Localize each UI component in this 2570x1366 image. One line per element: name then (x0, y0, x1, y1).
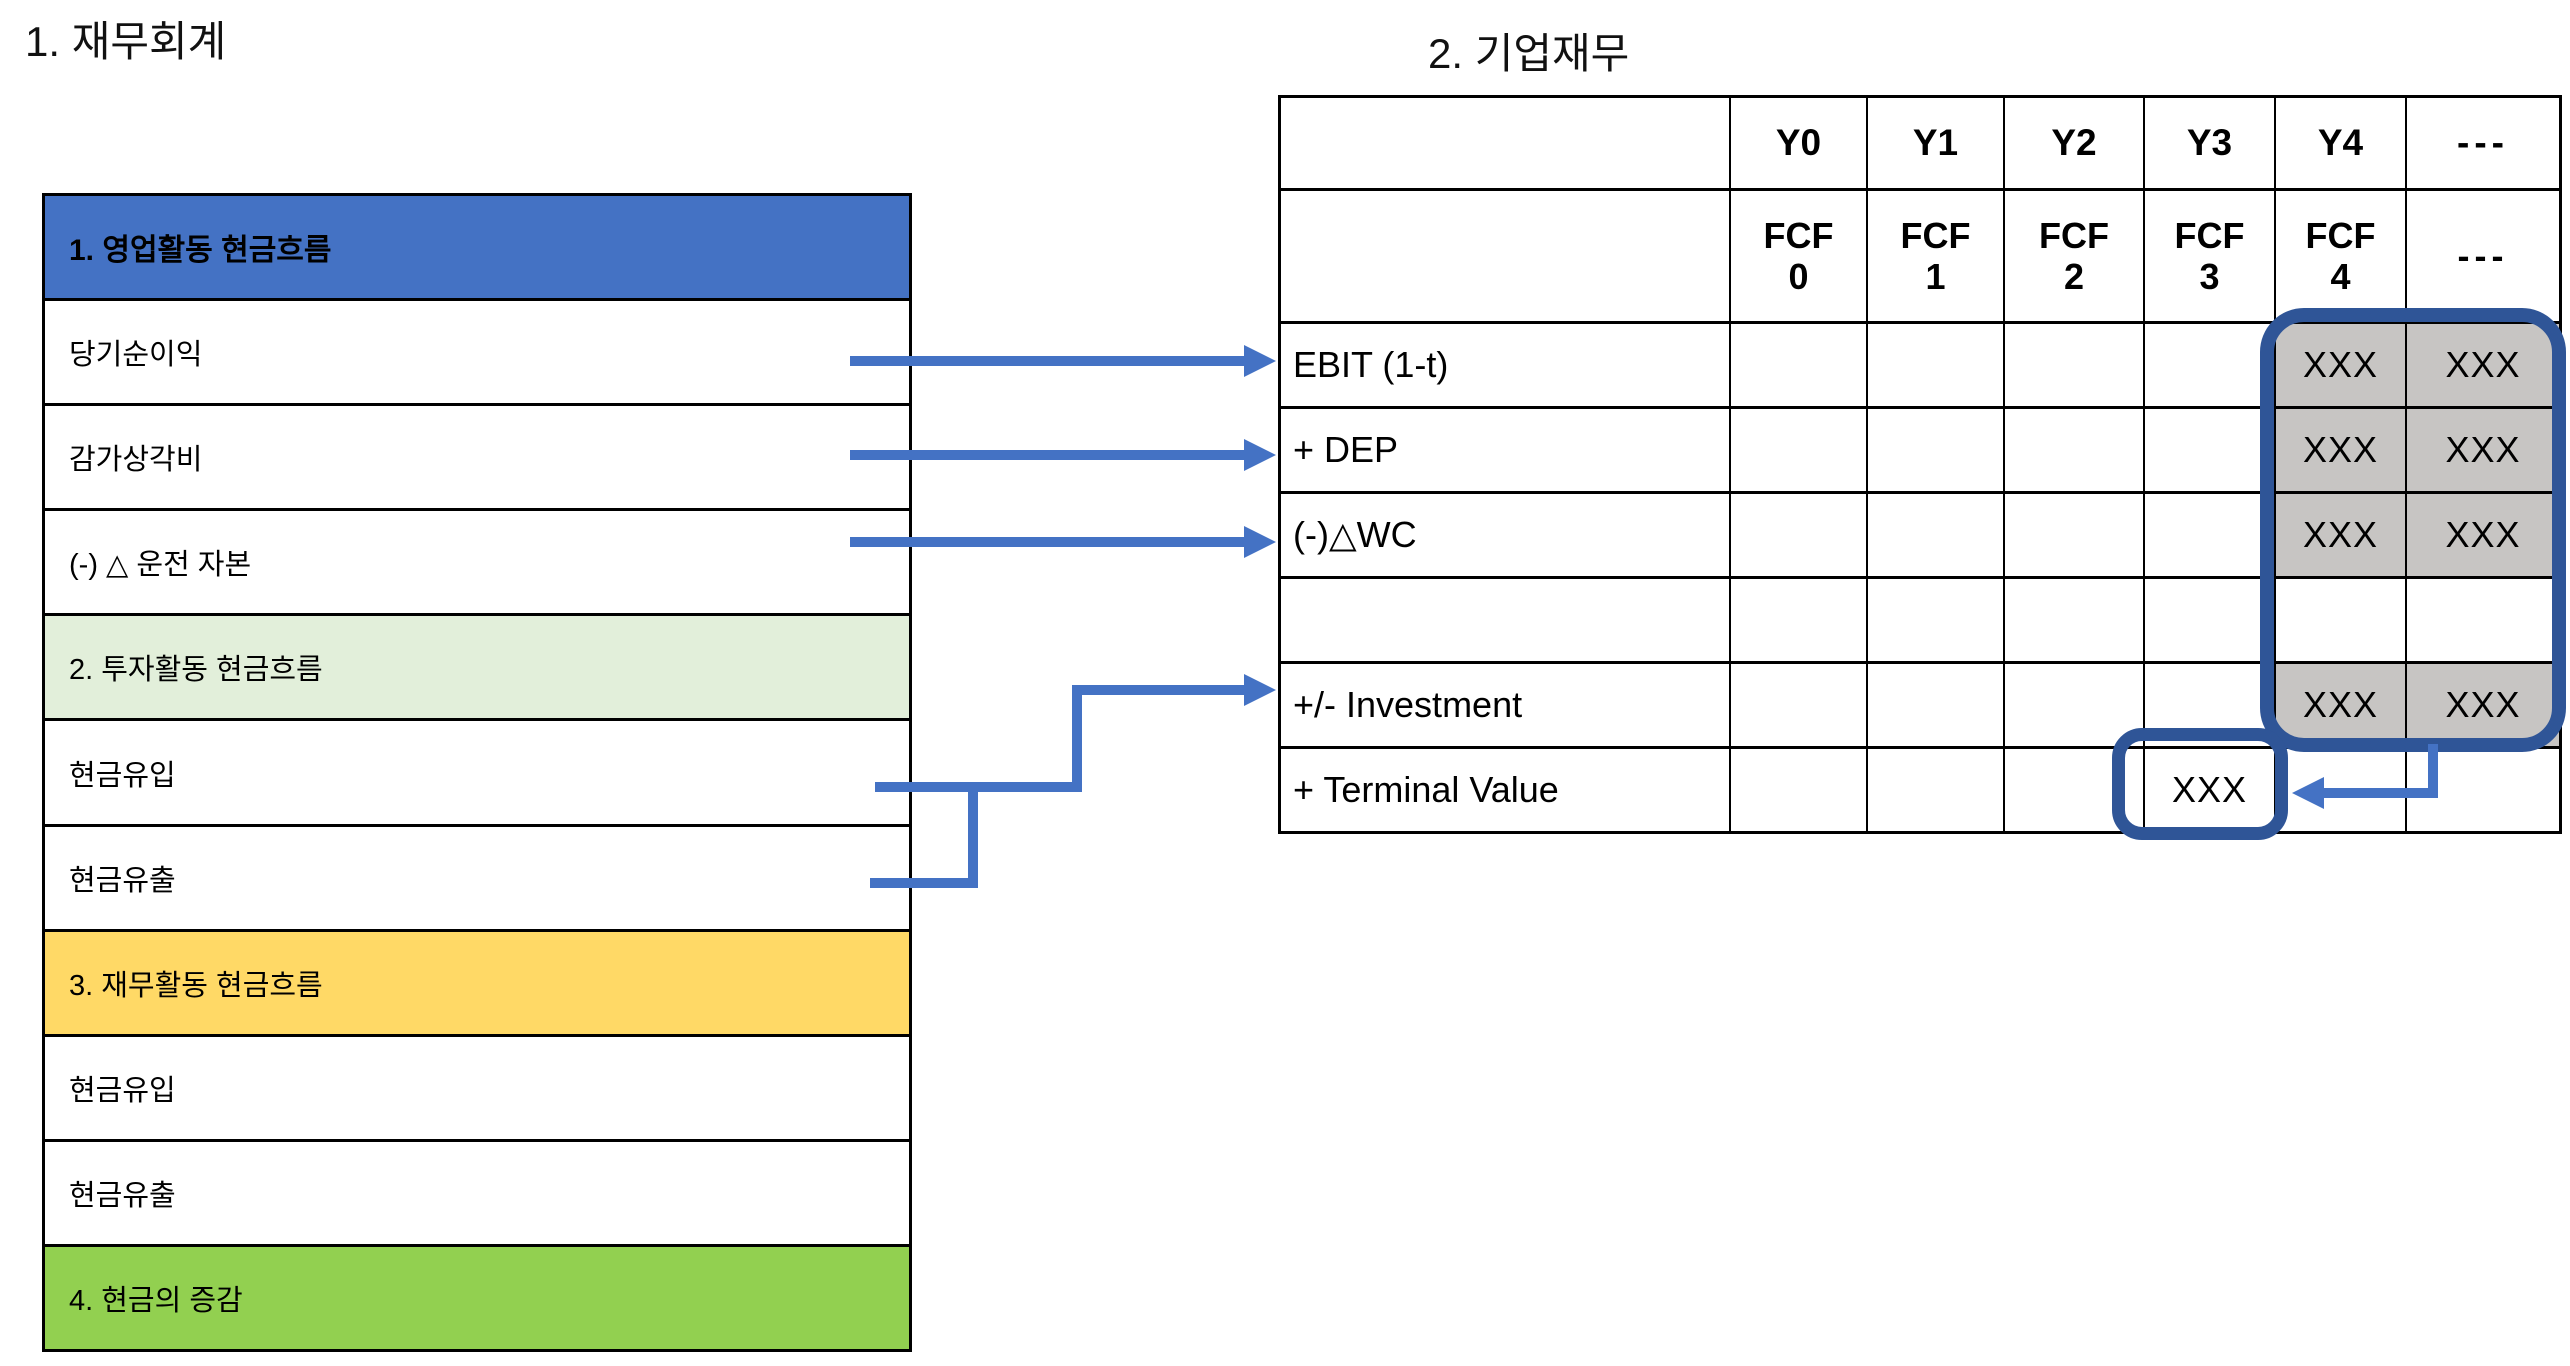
cf-table-row-5-cell-1 (1729, 746, 1866, 831)
cf-table-row-4-cell-3 (2003, 661, 2143, 746)
cf-table-row-3-cell-5 (2274, 576, 2405, 661)
cf-fcf-header-row-cell-5: FCF 4 (2274, 188, 2405, 321)
arrowhead-depreciation-to-dep (1244, 439, 1276, 471)
cf-table-row-5-cell-2 (1866, 746, 2003, 831)
cf-table-row-2-cell-6: XXX (2405, 491, 2559, 576)
fa-table-row-5: 현금유입 (45, 718, 909, 824)
arrow-to-terminal-value (2320, 788, 2438, 798)
cf-year-header-row-cell-5: Y4 (2274, 98, 2405, 188)
fa-table-row-3: (-) △ 운전 자본 (45, 508, 909, 614)
cf-table-row-1-cell-6: XXX (2405, 406, 2559, 491)
cf-fcf-header-row-cell-3: FCF 2 (2003, 188, 2143, 321)
fa-table-row-4: 2. 투자활동 현금흐름 (45, 613, 909, 719)
fa-table-row-7: 3. 재무활동 현금흐름 (45, 928, 909, 1034)
cf-fcf-header-row-cell-0 (1281, 188, 1729, 321)
cf-table-row-1-cell-4 (2143, 406, 2274, 491)
fa-row-label: 현금유출 (69, 1179, 176, 1212)
cf-table-row-3 (1281, 576, 2559, 661)
cf-table-row-3-cell-2 (1866, 576, 2003, 661)
cf-table-row-3-cell-4 (2143, 576, 2274, 661)
fa-row-label: 2. 투자활동 현금흐름 (69, 654, 323, 687)
fa-row-label: 당기순이익 (69, 339, 203, 372)
fa-row-label: 3. 재무활동 현금흐름 (69, 969, 323, 1002)
cf-table-row-4-cell-0: +/- Investment (1281, 661, 1729, 746)
arrow-workingcapital-to-wc (850, 537, 1248, 547)
cf-year-header-row-cell-2: Y1 (1866, 98, 2003, 188)
fa-table-row-2: 감가상각비 (45, 403, 909, 509)
fa-table-row-9: 현금유출 (45, 1138, 909, 1244)
fa-table-row-6: 현금유출 (45, 823, 909, 929)
cf-year-header-row-cell-1: Y0 (1729, 98, 1866, 188)
fa-row-label: 현금유입 (69, 1074, 176, 1107)
cf-table-row-2-cell-2 (1866, 491, 2003, 576)
arrowhead-workingcapital-to-wc (1244, 526, 1276, 558)
cf-year-header-row-cell-0 (1281, 98, 1729, 188)
cf-table-row-2-cell-1 (1729, 491, 1866, 576)
cf-fcf-header-row-cell-6: --- (2405, 188, 2559, 321)
section-title-financial-accounting: 1. 재무회계 (25, 18, 227, 65)
cf-table-row-0-cell-2 (1866, 321, 2003, 406)
cf-table-row-2-cell-3 (2003, 491, 2143, 576)
cf-table-row-1-cell-5: XXX (2274, 406, 2405, 491)
fa-table-row-1: 당기순이익 (45, 298, 909, 404)
arrowhead-to-investment (1244, 674, 1276, 706)
cf-table-row-2-cell-0: (-)△WC (1281, 491, 1729, 576)
arrow-netincome-to-ebit (850, 356, 1248, 366)
fa-table-row-8: 현금유입 (45, 1033, 909, 1139)
fa-row-label: 현금유출 (69, 864, 176, 897)
cf-table-row-4-cell-4 (2143, 661, 2274, 746)
fa-row-label: 1. 영업활동 현금흐름 (69, 234, 332, 268)
cf-table-row-4-cell-2 (1866, 661, 2003, 746)
fa-row-label: (-) △ 운전 자본 (69, 549, 252, 582)
cf-year-header-row-cell-3: Y2 (2003, 98, 2143, 188)
arrow-depreciation-to-dep (850, 450, 1248, 460)
cf-year-header-row-cell-4: Y3 (2143, 98, 2274, 188)
arrow-to-investment (1072, 685, 1248, 695)
connector-cashinflow-stub (875, 782, 1082, 792)
cf-table-row-4-cell-1 (1729, 661, 1866, 746)
cf-fcf-header-row-cell-2: FCF 1 (1866, 188, 2003, 321)
cf-table-row-0-cell-1 (1729, 321, 1866, 406)
cf-fcf-header-row-cell-1: FCF 0 (1729, 188, 1866, 321)
arrowhead-to-terminal-value (2292, 777, 2324, 809)
connector-cashoutflow-stub (870, 878, 978, 888)
cf-table-row-1-cell-0: + DEP (1281, 406, 1729, 491)
fa-row-label: 현금유입 (69, 759, 176, 792)
arrowhead-netincome-to-ebit (1244, 345, 1276, 377)
cf-table-row-3-cell-1 (1729, 576, 1866, 661)
cf-table-row-5-cell-0: + Terminal Value (1281, 746, 1729, 831)
cf-table-row-0-cell-4 (2143, 321, 2274, 406)
cf-fcf-header-row-cell-4: FCF 3 (2143, 188, 2274, 321)
cf-table-row-1-cell-1 (1729, 406, 1866, 491)
cf-table-row-2-cell-4 (2143, 491, 2274, 576)
cf-table-row-3-cell-6 (2405, 576, 2559, 661)
cf-table-row-5-cell-3 (2003, 746, 2143, 831)
section-title-corporate-finance: 2. 기업재무 (1428, 30, 1630, 77)
cf-table-row-3-cell-3 (2003, 576, 2143, 661)
fa-table-row-0: 1. 영업활동 현금흐름 (45, 196, 909, 299)
cf-table-row-5: + Terminal Value XXX (1281, 746, 2559, 831)
cf-year-header-row-cell-6: --- (2405, 98, 2559, 188)
connector-cashoutflow-riser (968, 782, 978, 888)
cf-table-row-3-cell-0 (1281, 576, 1729, 661)
cf-table-row-0-cell-0: EBIT (1-t) (1281, 321, 1729, 406)
cf-table-row-2-cell-5: XXX (2274, 491, 2405, 576)
fa-row-label: 감가상각비 (69, 444, 203, 477)
connector-investment-riser (1072, 685, 1082, 792)
cf-table-row-5-cell-4: XXX (2143, 746, 2274, 831)
highlight-outline-y4-block (2260, 308, 2566, 752)
cf-table-row-1-cell-2 (1866, 406, 2003, 491)
cf-table-row-1-cell-3 (2003, 406, 2143, 491)
cf-table-row-0-cell-3 (2003, 321, 2143, 406)
connector-y4block-drop (2428, 744, 2438, 798)
fa-row-label: 4. 현금의 증감 (69, 1284, 243, 1317)
highlight-outline-terminal-value-cell (2112, 728, 2288, 840)
fa-table-row-10: 4. 현금의 증감 (45, 1243, 909, 1350)
